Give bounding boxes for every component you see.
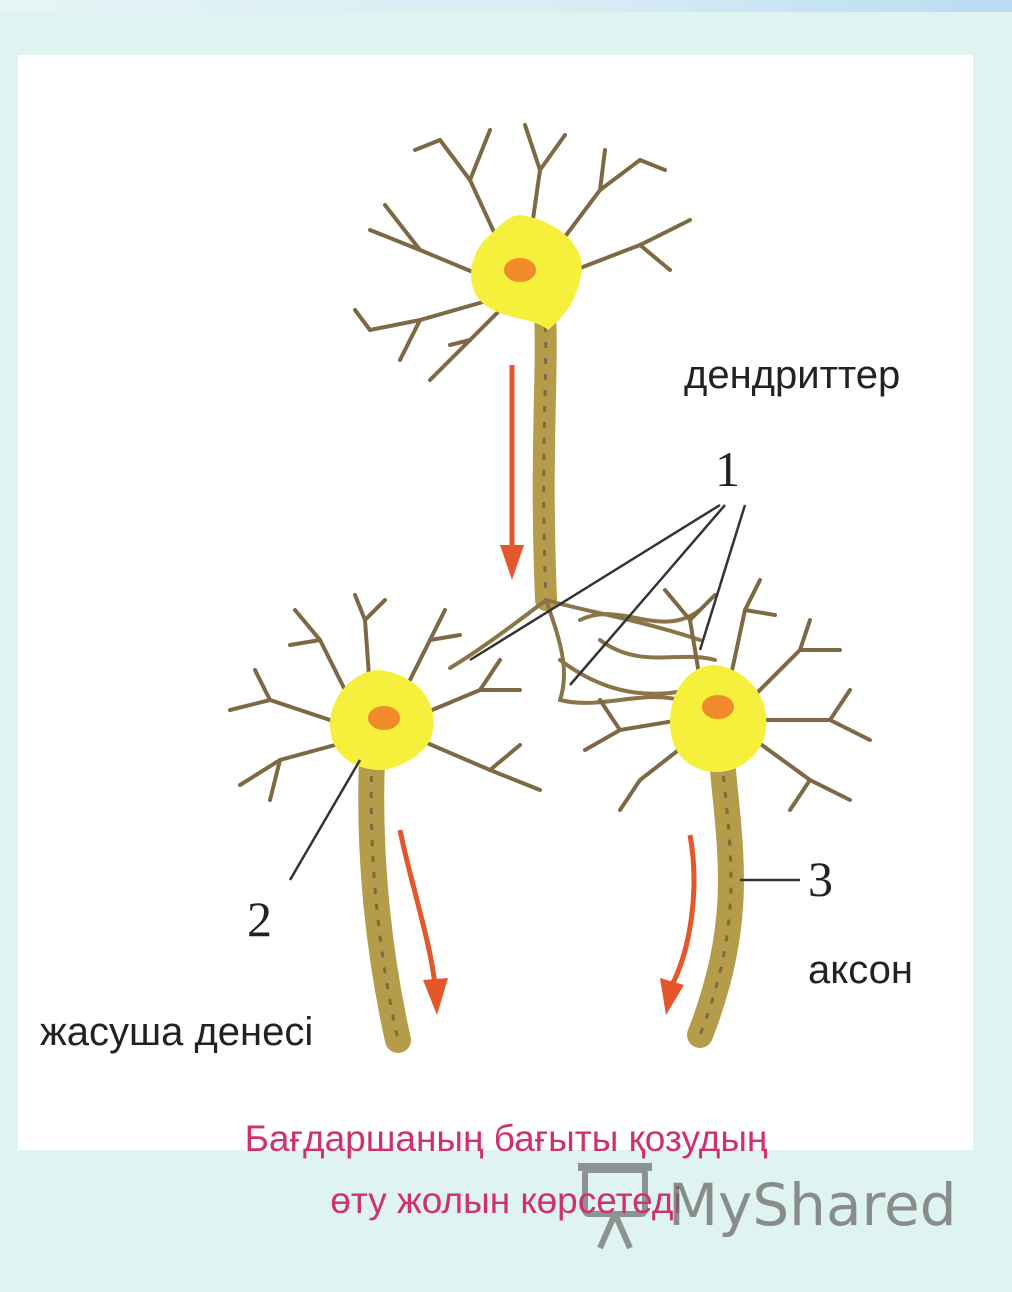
label-cell-body: жасуша денесі (40, 1010, 313, 1055)
caption-line-1: Бағдаршаның бағыты қозудың (0, 1118, 1012, 1160)
axon-terminals (450, 600, 715, 703)
axon-left (371, 760, 398, 1040)
nucleus-left (368, 706, 400, 730)
label-number-3: 3 (808, 850, 833, 908)
watermark-brand: MyShared (668, 1171, 957, 1239)
watermark: MyShared (580, 1160, 957, 1250)
label-axon: аксон (808, 948, 913, 993)
nucleus-right (702, 695, 734, 719)
label-number-1: 1 (715, 440, 740, 498)
label-dendrites: дендриттер (684, 353, 900, 398)
axon-right (700, 760, 731, 1035)
label-number-2: 2 (247, 890, 272, 948)
nucleus-top (504, 258, 536, 282)
